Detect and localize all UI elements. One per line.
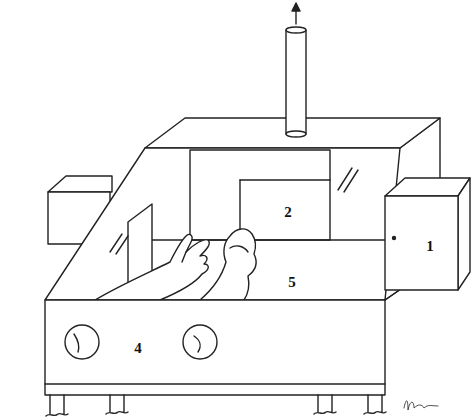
cabinet-leg xyxy=(46,395,386,416)
callout-number: 4 xyxy=(132,340,144,357)
glove-port xyxy=(65,325,217,359)
callout-number: 2 xyxy=(282,204,294,221)
callout-number: 5 xyxy=(286,274,298,291)
gloved-hands xyxy=(95,229,256,300)
exhaust-pipe xyxy=(286,3,306,137)
front-panel xyxy=(45,262,440,395)
signature-scribble xyxy=(404,401,438,410)
right-side-box xyxy=(385,178,470,290)
callout-number: 1 xyxy=(424,238,436,255)
front-glass xyxy=(45,148,400,300)
